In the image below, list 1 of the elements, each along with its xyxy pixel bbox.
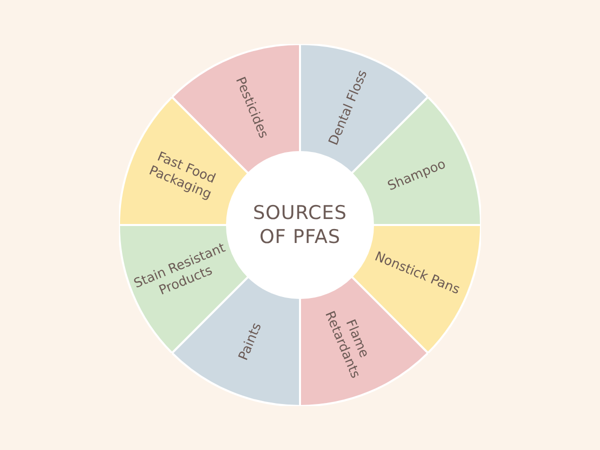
center-title: SOURCES OF PFAS bbox=[252, 201, 348, 249]
